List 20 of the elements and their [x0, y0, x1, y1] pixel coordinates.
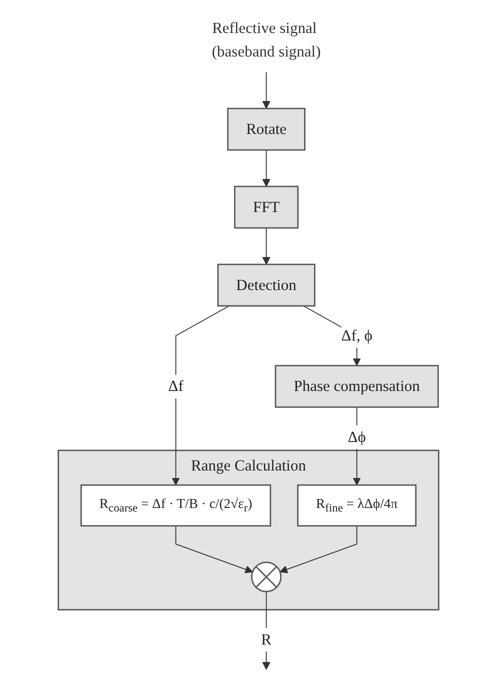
input-label: Reflective signal (baseband signal): [212, 19, 321, 60]
edge-label: R: [261, 628, 272, 652]
formula-box: R$_{fine}$ = λΔϕ/4π: [297, 484, 417, 527]
process-box: FFT: [234, 186, 299, 229]
multiplier-circle: [251, 562, 282, 592]
arrow: [262, 227, 270, 265]
arrow: [262, 72, 270, 109]
process-box: Phase compensation: [274, 364, 439, 408]
process-box: Detection: [217, 264, 316, 307]
arrow: [280, 525, 358, 574]
arrow: [262, 150, 270, 187]
edge-label: Δϕ: [348, 425, 366, 449]
process-box: Rotate: [227, 108, 306, 151]
edge-label: Δf: [168, 374, 184, 398]
arrow: [262, 591, 270, 670]
arrow: [175, 525, 253, 574]
formula-box: R$_{coarse}$ = Δf · T/B · c/(2√ε$_{r}$): [80, 484, 272, 527]
arrow: [352, 406, 361, 486]
edge-label: Δf, ϕ: [341, 324, 372, 348]
arrow: [172, 305, 230, 486]
